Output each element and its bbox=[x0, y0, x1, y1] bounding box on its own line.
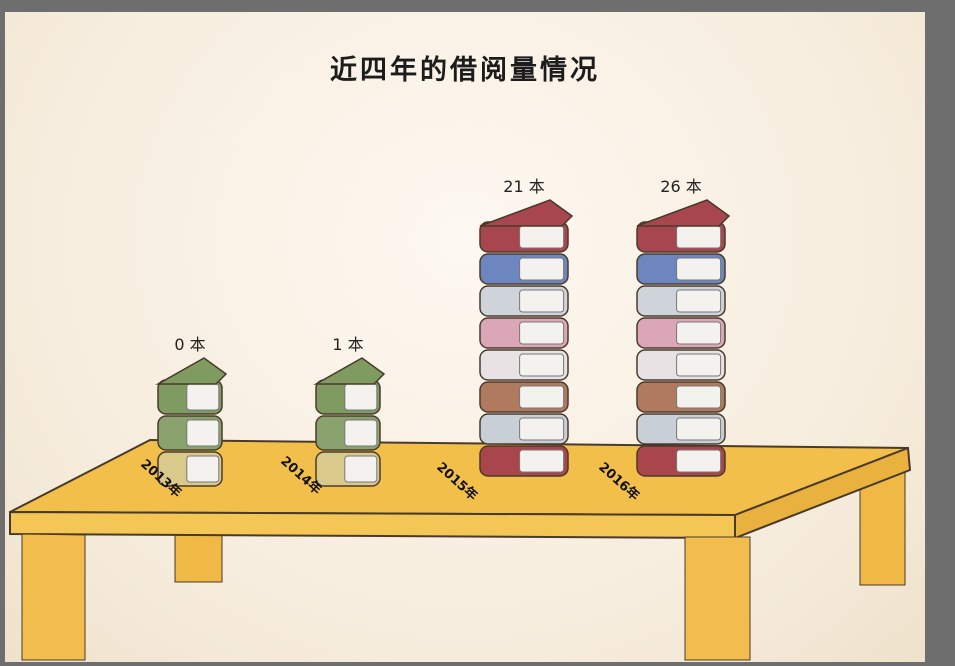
book-pages bbox=[519, 417, 565, 441]
book-pages bbox=[676, 353, 722, 377]
book-pages bbox=[344, 419, 378, 447]
book-pages bbox=[676, 321, 722, 345]
book bbox=[479, 285, 569, 317]
book-pages bbox=[676, 257, 722, 281]
book-pages bbox=[676, 385, 722, 409]
book bbox=[636, 221, 726, 253]
book-pages bbox=[676, 225, 722, 249]
book bbox=[479, 349, 569, 381]
book bbox=[636, 317, 726, 349]
book bbox=[315, 451, 381, 487]
value-label: 26 本 bbox=[660, 177, 701, 196]
book-pages bbox=[519, 385, 565, 409]
book-pages bbox=[519, 449, 565, 473]
book bbox=[636, 445, 726, 477]
book bbox=[636, 381, 726, 413]
book-stack-2016年: 26 本 bbox=[636, 177, 731, 477]
book-pages bbox=[186, 455, 220, 483]
book bbox=[636, 413, 726, 445]
book bbox=[479, 221, 569, 253]
book-stack-2015年: 21 本 bbox=[479, 177, 574, 477]
book-pages bbox=[519, 321, 565, 345]
book bbox=[479, 317, 569, 349]
book-pages bbox=[519, 257, 565, 281]
book bbox=[479, 253, 569, 285]
book bbox=[479, 445, 569, 477]
book-stack-2013年: 0 本 bbox=[155, 335, 228, 487]
book-pages bbox=[186, 383, 220, 411]
book-pages bbox=[519, 225, 565, 249]
book bbox=[315, 415, 381, 451]
book-stack-2014年: 1 本 bbox=[313, 335, 386, 487]
book-pages bbox=[519, 289, 565, 313]
book-pages bbox=[676, 417, 722, 441]
table-leg-back-left bbox=[174, 531, 223, 583]
book bbox=[636, 253, 726, 285]
value-label: 0 本 bbox=[174, 335, 205, 354]
table-leg-front-right bbox=[684, 536, 751, 661]
chart-title: 近四年的借阅量情况 bbox=[330, 55, 600, 86]
book-pages bbox=[519, 353, 565, 377]
book-pages bbox=[186, 419, 220, 447]
book bbox=[636, 349, 726, 381]
book-top-cover bbox=[313, 357, 386, 385]
book bbox=[157, 415, 223, 451]
book-top-cover bbox=[479, 199, 574, 227]
book bbox=[479, 413, 569, 445]
table-front-edge bbox=[9, 510, 736, 540]
table-side-edge bbox=[734, 446, 912, 540]
book bbox=[636, 285, 726, 317]
book bbox=[157, 379, 223, 415]
book-pages bbox=[676, 449, 722, 473]
book-pages bbox=[344, 455, 378, 483]
book-top-cover bbox=[636, 199, 731, 227]
book bbox=[479, 381, 569, 413]
book-pages bbox=[676, 289, 722, 313]
book bbox=[157, 451, 223, 487]
value-label: 21 本 bbox=[503, 177, 544, 196]
table-leg-front-left bbox=[21, 533, 86, 661]
value-label: 1 本 bbox=[332, 335, 363, 354]
book-top-cover bbox=[155, 357, 228, 385]
book bbox=[315, 379, 381, 415]
book-pages bbox=[344, 383, 378, 411]
